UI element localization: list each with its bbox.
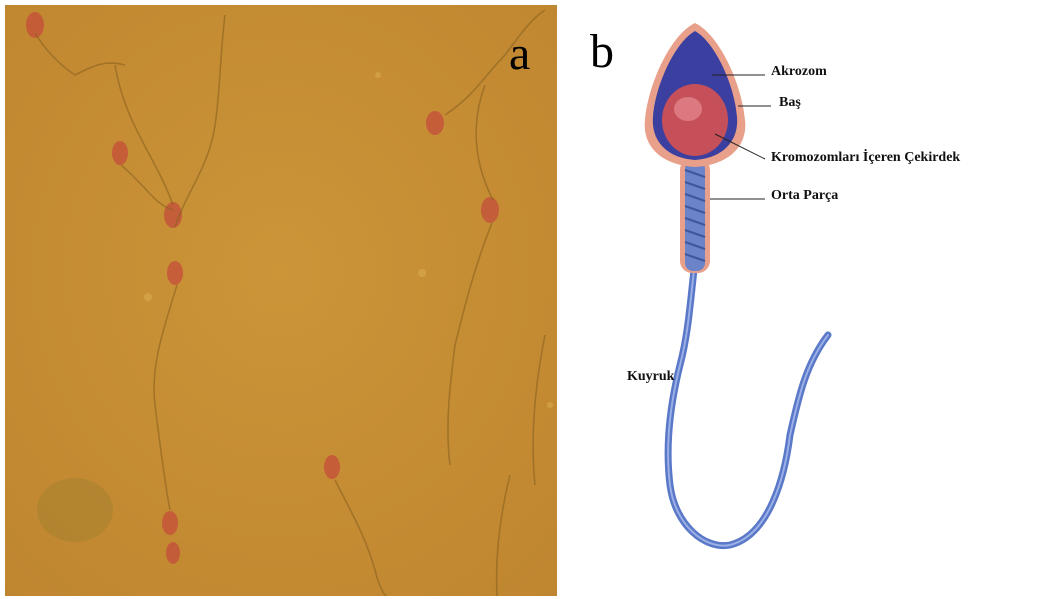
label-kuyruk: Kuyruk xyxy=(627,369,674,385)
label-kromozom: Kromozomları İçeren Çekirdek xyxy=(771,150,960,166)
panel-label-b: b xyxy=(590,28,614,76)
label-bas: Baş xyxy=(779,95,801,111)
tail-shape xyxy=(668,270,828,546)
sperm-diagram-panel: Akrozom Baş Kromozomları İçeren Çekirdek… xyxy=(620,5,1057,599)
sperm-diagram xyxy=(620,5,1057,599)
label-akrozom: Akrozom xyxy=(771,64,827,80)
micrograph-panel xyxy=(5,5,557,596)
micrograph-image xyxy=(5,5,557,596)
label-orta-parca: Orta Parça xyxy=(771,188,838,204)
nucleus-shape xyxy=(662,84,728,156)
panel-label-a: a xyxy=(509,30,530,78)
